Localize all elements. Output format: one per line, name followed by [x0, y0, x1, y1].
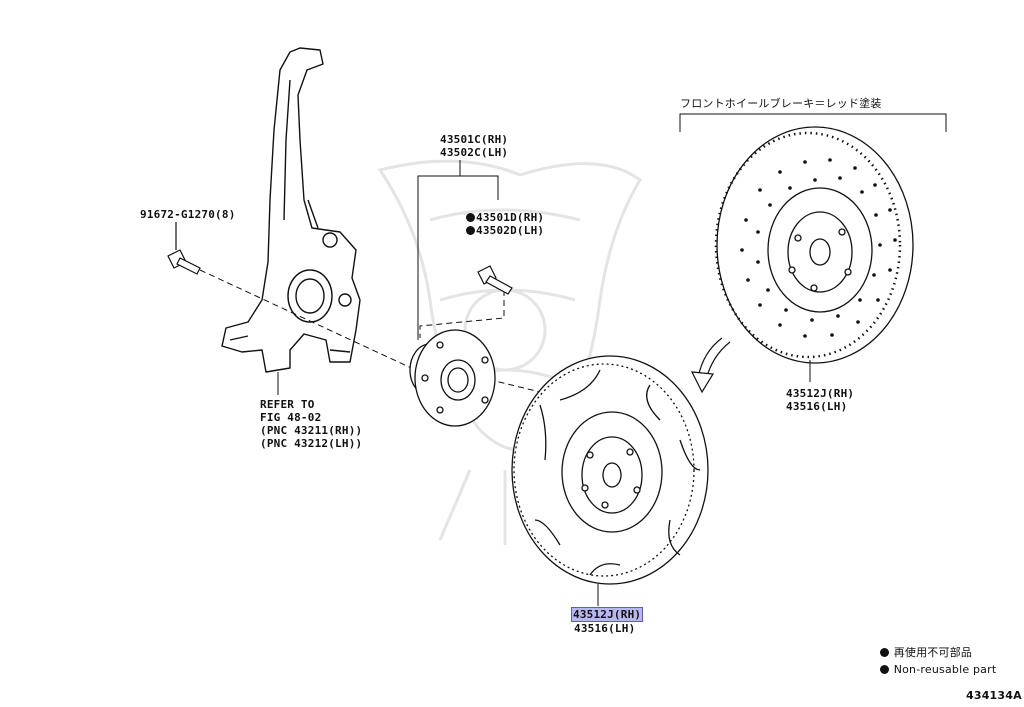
wheel-hub [409, 329, 496, 427]
non-reusable-marker-icon [466, 226, 475, 235]
paint-note-bracket [679, 113, 947, 132]
highlighted-part-number[interactable]: 43512J(RH) [570, 607, 644, 622]
non-reusable-marker-icon [466, 213, 475, 222]
legend-en: Non-reusable part [880, 663, 996, 676]
non-reusable-legend-icon [880, 665, 889, 674]
bolt-part-label: 91672-G1270(8) [140, 208, 236, 221]
replacement-arrow [690, 337, 731, 394]
red-paint-note: フロントホイールブレーキ＝レッド塗装 [680, 97, 882, 110]
knuckle-bolt [167, 222, 201, 275]
drilled-brake-disc [714, 126, 914, 364]
legend-jp: 再使用不可部品 [880, 646, 972, 659]
hub-bolt [477, 265, 513, 295]
hub-part-label-lh: 43502C(LH) [440, 146, 509, 159]
hub-bracket [417, 160, 499, 340]
steering-knuckle [221, 47, 361, 373]
hub-part-label-rh: 43501C(RH) [440, 133, 509, 146]
slotted-disc-label-lh: 43516(LH) [574, 622, 636, 635]
refer-label-line4: (PNC 43212(LH)) [260, 437, 363, 450]
refer-label-line1: REFER TO [260, 398, 315, 411]
refer-label-line3: (PNC 43211(RH)) [260, 424, 363, 437]
refer-label-line2: FIG 48-02 [260, 411, 322, 424]
slotted-brake-disc [511, 355, 709, 585]
hub-bolt-label-lh: 43502D(LH) [466, 224, 544, 237]
leader-lines [277, 360, 811, 606]
hub-bolt-label-rh: 43501D(RH) [466, 211, 544, 224]
non-reusable-legend-icon [880, 648, 889, 657]
drilled-disc-label-rh: 43512J(RH) [786, 387, 855, 400]
slotted-disc-label-rh: 43512J(RH) [570, 607, 644, 622]
figure-id: 434134A [966, 689, 1022, 702]
drilled-disc-label-lh: 43516(LH) [786, 400, 848, 413]
